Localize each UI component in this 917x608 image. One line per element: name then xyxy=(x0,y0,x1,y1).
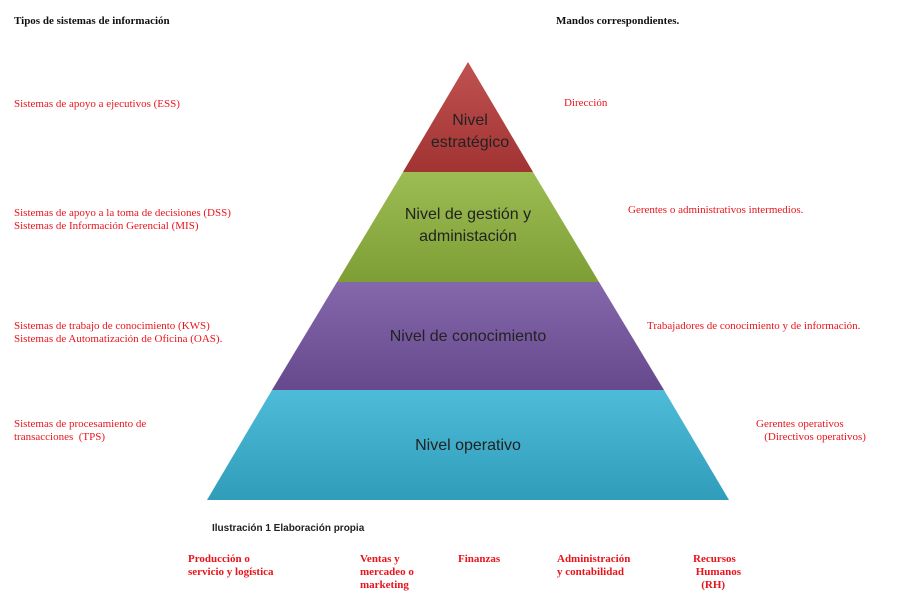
mando-intermedios: Gerentes o administrativos intermedios. xyxy=(628,204,804,216)
mando-operativos: Gerentes operativos (Directivos operativ… xyxy=(756,418,866,443)
system-dss-mis: Sistemas de apoyo a la toma de decisione… xyxy=(14,207,231,232)
right-header: Mandos correspondientes. xyxy=(556,15,680,27)
area-finanzas: Finanzas xyxy=(458,553,501,565)
left-header: Tipos de sistemas de información xyxy=(14,15,170,27)
mando-direccion: Dirección xyxy=(564,97,608,109)
system-tps: Sistemas de procesamiento de transaccion… xyxy=(14,418,147,443)
area-produccion: Producción o servicio y logística xyxy=(188,553,274,578)
area-ventas: Ventas y mercadeo o marketing xyxy=(360,553,414,591)
level-label-operational: Nivel operativo xyxy=(415,437,521,454)
area-rrhh: Recursos Humanos (RH) xyxy=(693,553,741,591)
system-kws-oas: Sistemas de trabajo de conocimiento (KWS… xyxy=(14,320,223,345)
level-label-strategic: Nivel estratégico xyxy=(430,112,510,151)
mando-trabajadores: Trabajadores de conocimiento y de inform… xyxy=(647,320,861,332)
area-administracion: Administración y contabilidad xyxy=(557,553,631,578)
level-label-knowledge: Nivel de conocimiento xyxy=(389,328,547,345)
system-ess: Sistemas de apoyo a ejecutivos (ESS) xyxy=(14,98,180,110)
figure-caption: Ilustración 1 Elaboración propia xyxy=(212,523,365,534)
level-label-management: Nivel de gestión y administación xyxy=(404,206,532,245)
